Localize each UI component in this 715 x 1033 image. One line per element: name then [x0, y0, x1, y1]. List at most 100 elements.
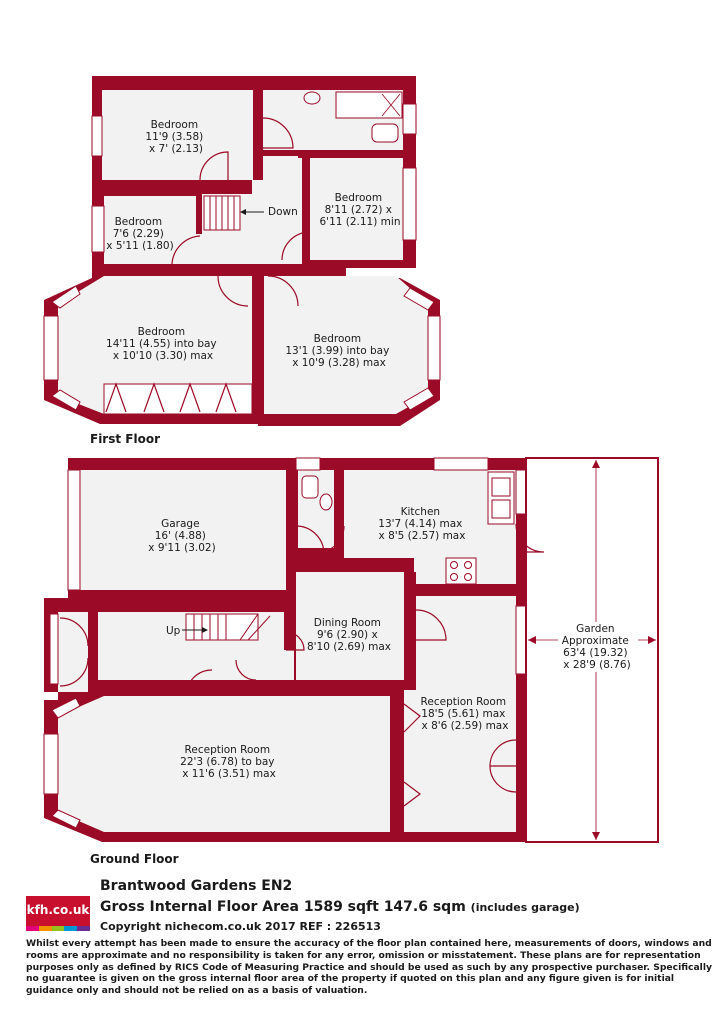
bedroom-1-label: Bedroom 11'9 (3.58) x 7' (2.13) [145, 119, 206, 155]
door-swing [295, 525, 325, 555]
logo-bar [26, 926, 39, 931]
window [433, 457, 489, 471]
reception-main-floor [58, 696, 390, 832]
toilet [371, 123, 399, 143]
door-swing [267, 275, 299, 307]
window [51, 285, 81, 309]
reception-room-right-name: Reception Room [421, 696, 507, 708]
reception-room-main-label: Reception Room 22'3 (6.78) to bay x 11'6… [180, 744, 278, 780]
wall [390, 690, 404, 732]
door-swing [171, 235, 201, 265]
kfh-logo-colour-bars [26, 926, 90, 931]
basin [319, 493, 333, 511]
bedroom-3-size-2: x 5'11 (1.80) [106, 240, 173, 252]
bathroom-fixtures [303, 91, 403, 143]
stairs-up-arrow-head [202, 627, 208, 633]
bedroom-1-size: 11'9 (3.58) [145, 131, 203, 143]
kitchen-size-2: x 8'5 (2.57) max [379, 530, 466, 542]
door-swing [489, 739, 517, 793]
floor-area-note: (includes garage) [470, 901, 580, 914]
bath [335, 91, 403, 119]
reception-right-floor [404, 596, 516, 832]
reception-room-main-size: 22'3 (6.78) to bay [180, 756, 274, 768]
reception-room-main-size-2: x 11'6 (3.51) max [182, 768, 276, 780]
dining-floor [296, 572, 404, 680]
hob [445, 557, 477, 585]
kitchen-fixtures [445, 471, 515, 585]
wall [296, 548, 344, 558]
window [51, 389, 81, 411]
window [427, 315, 441, 381]
dining-room-size: 9'6 (2.90) x [317, 629, 378, 641]
first-floor-label: First Floor [90, 432, 160, 446]
floor-area-value: Gross Internal Floor Area 1589 sqft 147.… [100, 899, 466, 915]
logo-bar [38, 926, 52, 931]
window [51, 697, 81, 719]
reception-room-right-size: 18'5 (5.61) max [421, 708, 505, 720]
garage-size-2: x 9'11 (3.02) [148, 542, 215, 554]
wall [302, 150, 310, 268]
reception-room-main-name: Reception Room [185, 744, 271, 756]
ground-floor: Garage 16' (4.88) x 9'11 (3.02) Kitchen … [43, 457, 659, 866]
door-swing [217, 275, 249, 307]
window [67, 469, 81, 591]
wall [68, 590, 294, 606]
garden [525, 457, 659, 843]
window [43, 733, 59, 795]
property-address: Brantwood Gardens EN2 [100, 878, 293, 894]
floor-plan: .wall { fill: #9b0a26; } .flr { fill: #f… [43, 76, 659, 866]
garden-size-2: x 28'9 (8.76) [563, 659, 630, 671]
window [51, 809, 81, 829]
garage-floor [80, 470, 286, 590]
window [515, 605, 527, 675]
copyright: Copyright nichecom.co.uk 2017 REF : 2265… [100, 920, 381, 933]
window [402, 103, 417, 135]
garage-size: 16' (4.88) [155, 530, 206, 542]
door-swing [415, 609, 447, 641]
wall [288, 558, 348, 572]
wall [388, 558, 414, 572]
bedroom-4-label: Bedroom 14'11 (4.55) into bay x 10'10 (3… [106, 326, 220, 362]
wc-fixtures [301, 475, 333, 511]
bedroom-4-size-2: x 10'10 (3.30) max [113, 350, 213, 362]
kitchen-size: 13'7 (4.14) max [378, 518, 462, 530]
bedroom-2-name: Bedroom [335, 192, 383, 204]
bedroom-1-name: Bedroom [151, 119, 199, 131]
bedroom-2-floor [310, 156, 403, 260]
bedroom-3-size: 7'6 (2.29) [113, 228, 164, 240]
bedroom-5-size: 13'1 (3.99) into bay [285, 345, 389, 357]
bedroom-4-size: 14'11 (4.55) into bay [106, 338, 217, 350]
dining-room-size-2: 8'10 (2.69) max [307, 641, 391, 653]
floor-area: Gross Internal Floor Area 1589 sqft 147.… [100, 899, 580, 915]
wall [92, 264, 272, 276]
bedroom-4-name: Bedroom [138, 326, 186, 338]
garden-label: Garden Approximate 63'4 (19.32) x 28'9 (… [562, 623, 632, 671]
wall [196, 194, 202, 234]
bedroom-3-label: Bedroom 7'6 (2.29) x 5'11 (1.80) [106, 216, 173, 252]
wall [92, 180, 252, 194]
kitchen-label: Kitchen 13'7 (4.14) max x 8'5 (2.57) max [378, 506, 465, 542]
window [403, 287, 435, 311]
wall [414, 584, 516, 596]
window [91, 115, 103, 157]
logo-bar [64, 926, 78, 931]
window [43, 315, 59, 381]
door-swing [403, 781, 421, 807]
kfh-logo-text: kfh.co.uk [26, 903, 90, 917]
stairs-up-label: Up [166, 625, 181, 637]
window [403, 387, 435, 411]
disclaimer: Whilst every attempt has been made to en… [26, 938, 712, 997]
door-swing [59, 617, 89, 687]
logo-bar [51, 926, 65, 931]
wall [404, 572, 416, 690]
stairs-down-label: Down [268, 206, 298, 218]
basin [303, 91, 321, 105]
garden-name: Garden [576, 623, 614, 635]
bedroom-2-size: 8'11 (2.72) x [325, 204, 392, 216]
door-swing [262, 117, 294, 149]
kitchen-floor [344, 470, 516, 558]
porch-floor [58, 612, 88, 692]
bedroom-5-size-2: x 10'9 (3.28) max [292, 357, 386, 369]
dining-room-label: Dining Room 9'6 (2.90) x 8'10 (2.69) max [307, 617, 391, 653]
garage-name: Garage [161, 518, 199, 530]
